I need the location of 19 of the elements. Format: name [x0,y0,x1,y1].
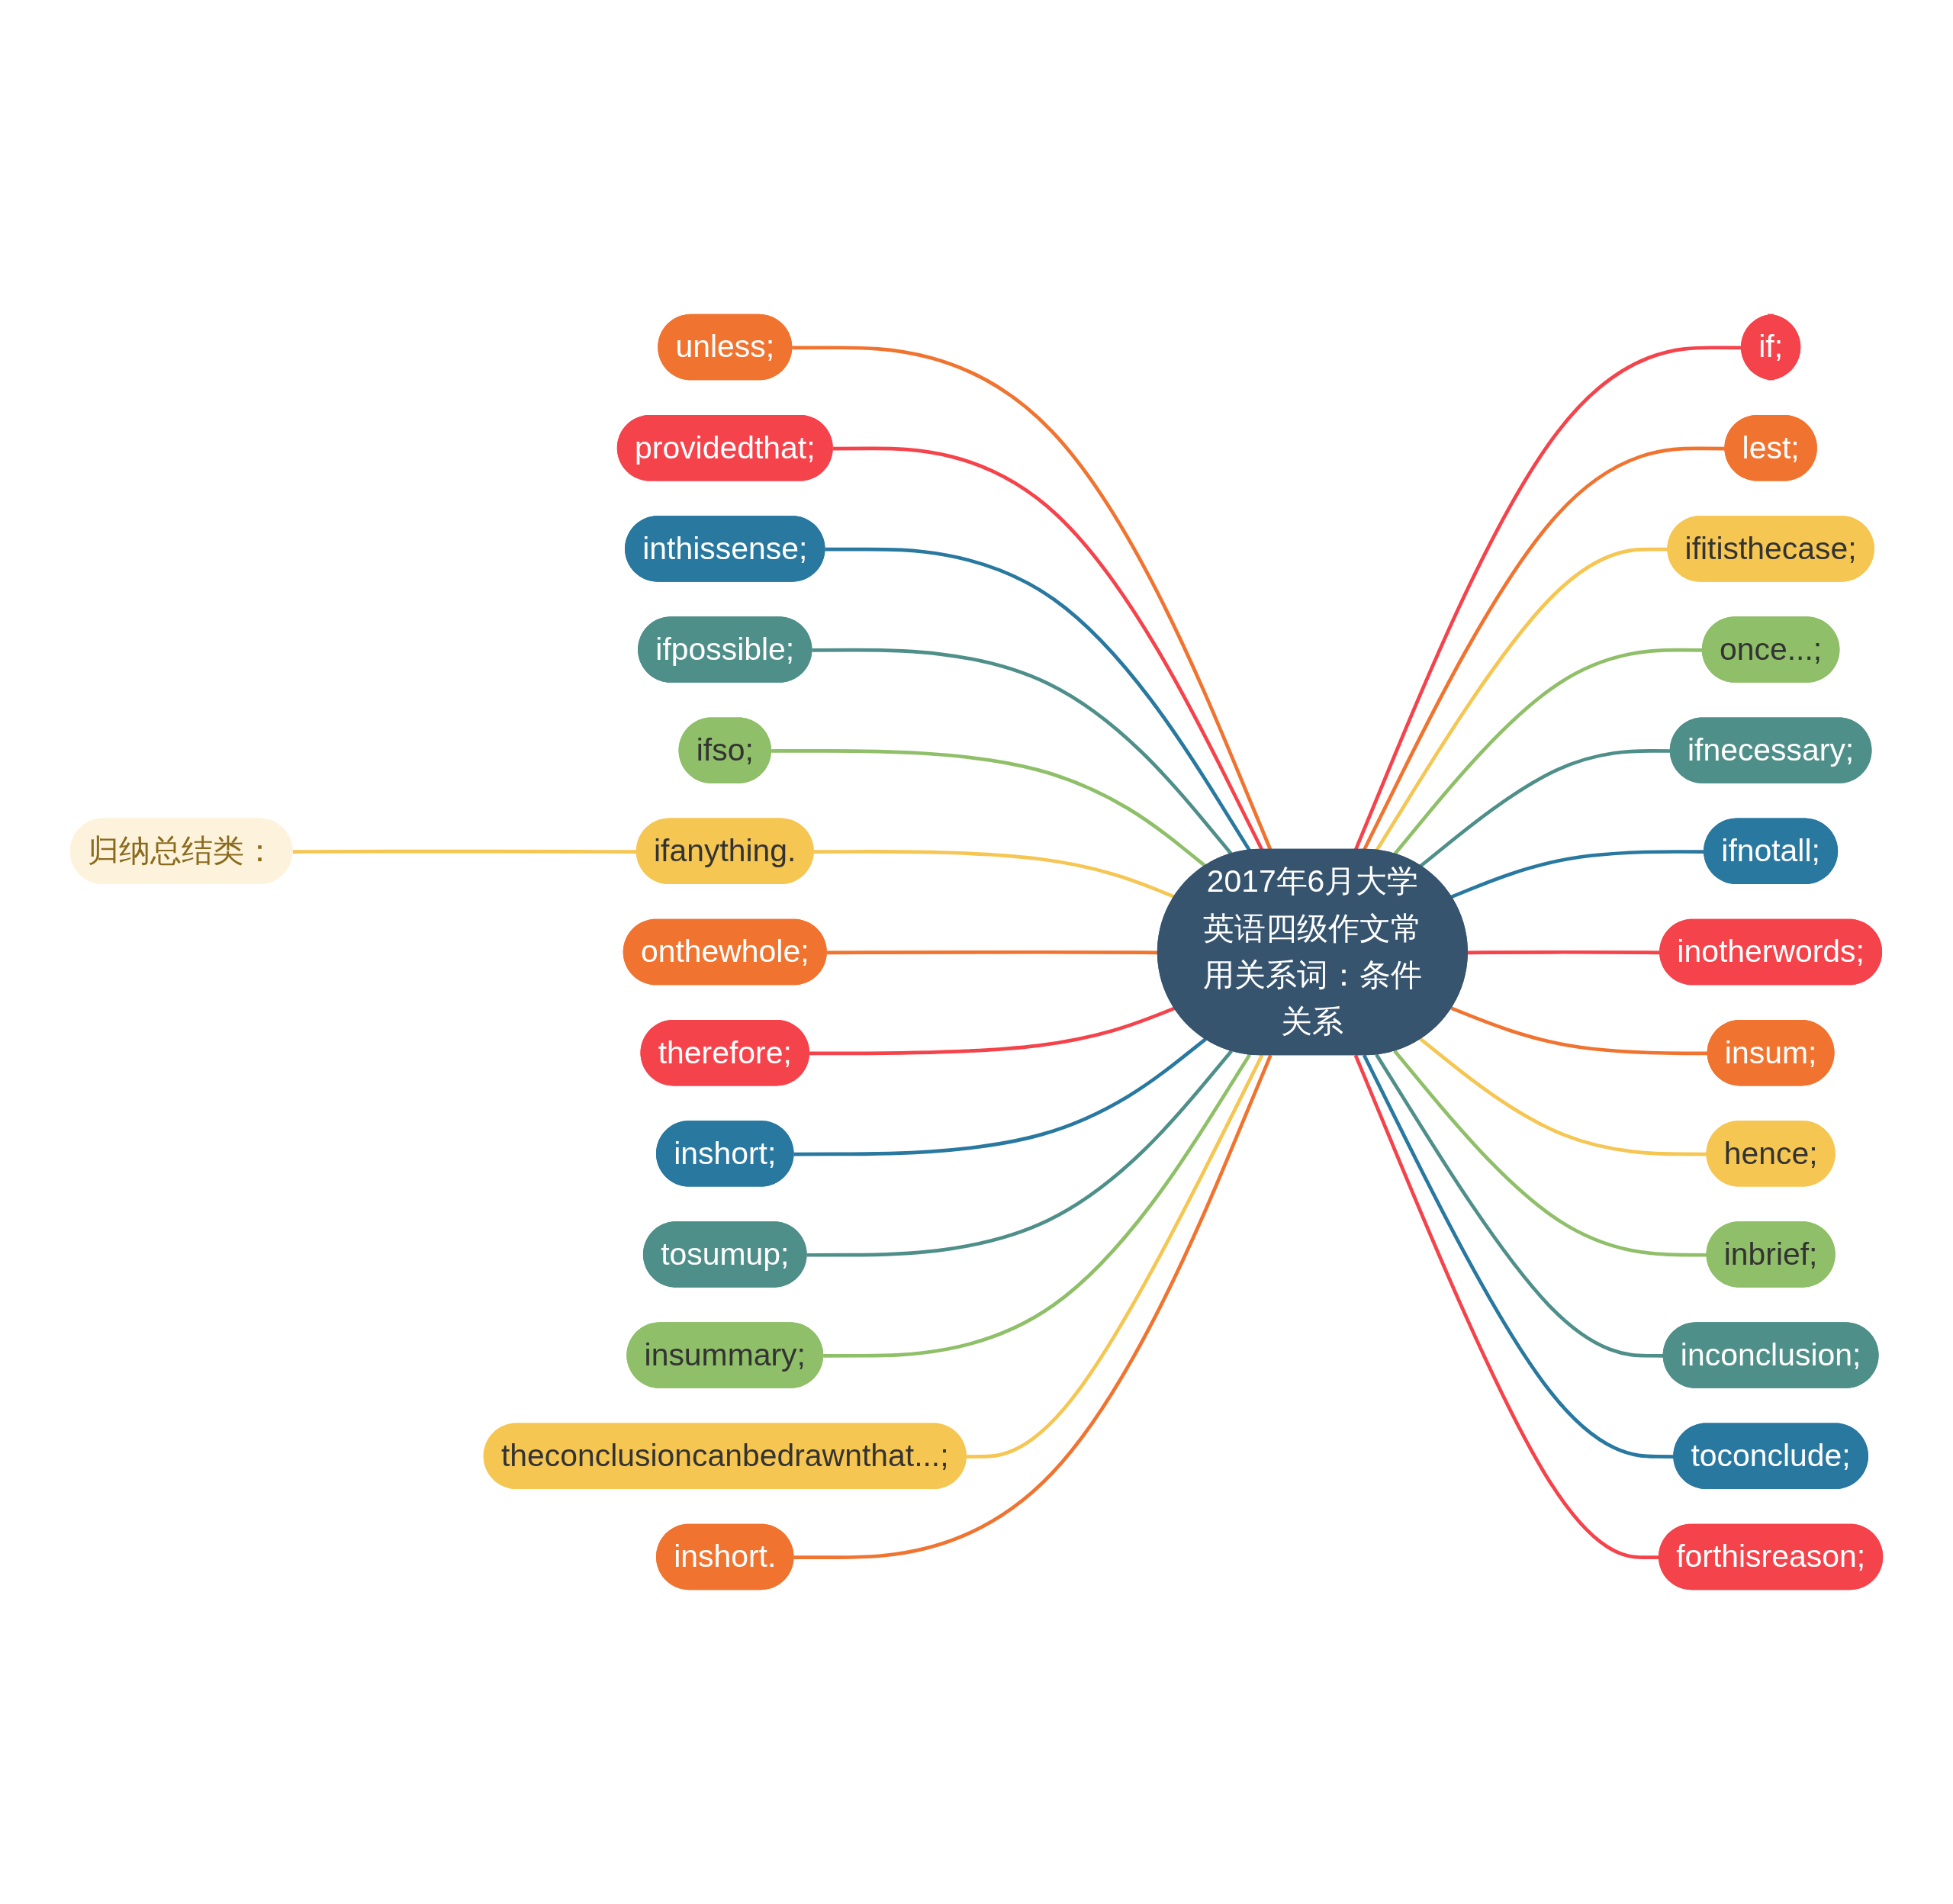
connector [1362,1054,1675,1459]
connector [813,850,1176,899]
connector [823,1053,1252,1358]
connector [771,749,1207,868]
connector [1353,1054,1660,1560]
connector [793,1054,1273,1560]
connector [792,346,1273,851]
connector [1450,850,1705,899]
connector [806,1050,1234,1257]
connector [1467,950,1661,955]
connector [1362,446,1726,851]
connector [793,1037,1207,1156]
connector [825,547,1252,852]
connector [812,648,1234,856]
connector [832,446,1264,851]
connector [1353,346,1742,851]
connector [966,1054,1264,1459]
connector [1375,547,1668,852]
connector [809,1006,1176,1056]
